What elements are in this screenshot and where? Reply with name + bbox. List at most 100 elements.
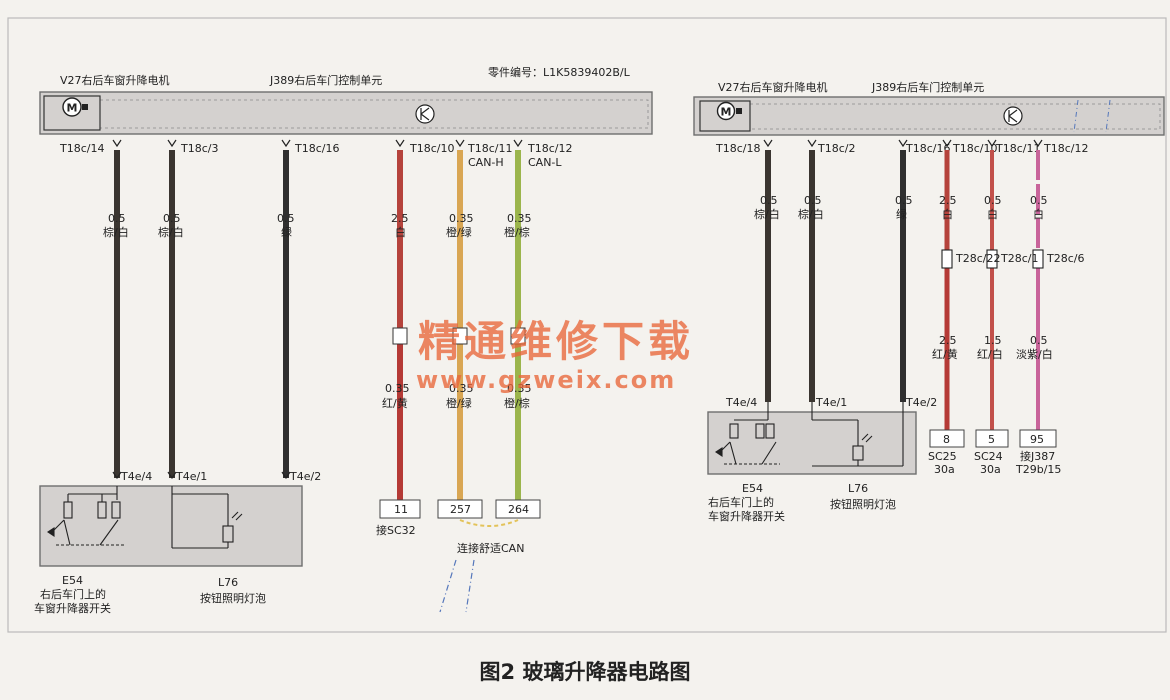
- left-switch-pin: T4e/1: [175, 470, 207, 483]
- left-lower-size: 0.35: [385, 382, 410, 395]
- right-lower-size: 2.5: [939, 334, 957, 347]
- right-wire-size: 0.5: [760, 194, 778, 207]
- right-motor-label: V27右后车窗升降电机: [718, 80, 828, 94]
- right-lower-color: 红/白: [977, 347, 1003, 361]
- right-lamp-desc: 按钮照明灯泡: [830, 497, 896, 511]
- right-terminal-line1: SC25: [928, 450, 957, 463]
- left-terminal-note: 接SC32: [376, 524, 416, 537]
- right-transistor-icon: [1003, 106, 1023, 126]
- right-unit-label: J389右后车门控制单元: [871, 80, 984, 94]
- right-mid-pin: T28c/22: [955, 252, 1000, 265]
- circuit-diagram: V27右后车窗升降电机 J389右后车门控制单元 零件编号：L1K5839402…: [7, 17, 1167, 633]
- left-wire-color: 白: [395, 225, 406, 239]
- right-lower-size: 0.5: [1030, 334, 1048, 347]
- left-switch-desc-2: 车窗升降器开关: [34, 601, 111, 615]
- left-wire-size: 0.35: [449, 212, 474, 225]
- right-terminal-number: 5: [988, 433, 995, 446]
- right-switch-icon: [715, 402, 904, 467]
- right-switch-desc-1: 右后车门上的: [708, 495, 774, 509]
- right-terminal-line2: T29b/15: [1015, 463, 1061, 476]
- right-wire-size: 2.5: [939, 194, 957, 207]
- right-switch-box: [707, 411, 917, 475]
- left-pin-label: T18c/12: [527, 142, 572, 155]
- left-wire-color: 橙/绿: [446, 225, 472, 239]
- left-wire-size: 0.5: [163, 212, 181, 225]
- left-wire-color: 棕/白: [103, 225, 129, 239]
- left-can-link: [459, 519, 519, 527]
- left-motor-label: V27右后车窗升降电机: [60, 73, 170, 87]
- left-transistor-icon: [415, 104, 435, 124]
- left-wire-size: 0.5: [108, 212, 126, 225]
- part-number: 零件编号：L1K5839402B/L: [488, 65, 631, 79]
- left-lower-color: 橙/棕: [504, 396, 530, 410]
- left-wire-size: 0.5: [277, 212, 295, 225]
- left-lamp-code: L76: [218, 576, 238, 589]
- right-lower-color: 红/黄: [932, 347, 958, 361]
- right-switch-code: E54: [742, 482, 763, 495]
- left-wire-color: 棕/白: [158, 225, 184, 239]
- right-wire-color: 白: [987, 207, 998, 221]
- right-bus-line: [1105, 99, 1111, 133]
- left-lamp-desc: 按钮照明灯泡: [200, 591, 266, 605]
- left-connectors: [112, 139, 523, 148]
- left-terminals: 11 257 264: [379, 499, 541, 519]
- right-connectors: [763, 139, 1043, 148]
- right-switch-pin: T4e/1: [815, 396, 847, 409]
- left-switch-box: [39, 485, 303, 567]
- left-pin-label: T18c/16: [294, 142, 339, 155]
- right-pin-label: T18c/12: [1043, 142, 1088, 155]
- left-wire-color: 橙/棕: [504, 225, 530, 239]
- left-inline-connectors: [392, 327, 526, 345]
- left-lower-size: 0.35: [449, 382, 474, 395]
- left-switch-pin: T4e/4: [120, 470, 152, 483]
- left-can-bus-line: [465, 559, 475, 613]
- right-wire-size: 0.5: [984, 194, 1002, 207]
- right-terminal-number: 95: [1030, 433, 1044, 446]
- watermark-url: www.gzweix.com: [416, 366, 676, 394]
- right-lower-size: 1.5: [984, 334, 1002, 347]
- left-pin-label: T18c/11: [467, 142, 512, 155]
- left-can-bus-line: [439, 559, 457, 613]
- left-pin-label: T18c/10: [409, 142, 454, 155]
- right-unit-inner-frame: [749, 103, 1161, 130]
- left-terminal-number: 11: [394, 503, 408, 516]
- right-terminal-number: 8: [943, 433, 950, 446]
- right-mid-connectors: [941, 249, 1044, 269]
- left-terminal-number: 257: [450, 503, 471, 516]
- left-lower-color: 红/黄: [382, 396, 408, 410]
- left-bus-label: CAN-L: [528, 156, 562, 169]
- right-pin-label: T18c/11: [995, 142, 1040, 155]
- right-wire-color: 绿: [896, 207, 907, 221]
- right-lower-color: 淡紫/白: [1016, 347, 1053, 361]
- watermark-text: 精通维修下载: [418, 317, 694, 366]
- right-terminal-line1: 接J387: [1020, 450, 1055, 463]
- right-wire-size: 0.5: [895, 194, 913, 207]
- left-wire-size: 0.35: [507, 212, 532, 225]
- left-wire-size: 2.5: [391, 212, 409, 225]
- right-switch-pin: T4e/2: [905, 396, 937, 409]
- left-switch-icon: [47, 486, 243, 549]
- right-wire-color: 白: [942, 207, 953, 221]
- left-switch-pin: T4e/2: [289, 470, 321, 483]
- left-control-unit-bar: [39, 91, 653, 135]
- left-can-note: 连接舒适CAN: [457, 541, 524, 555]
- right-terminal-line2: 30a: [934, 463, 955, 476]
- left-terminal-number: 264: [508, 503, 529, 516]
- right-wire-color: 棕/白: [754, 207, 780, 221]
- left-pin-label: T18c/14: [59, 142, 104, 155]
- figure-caption: 图2 玻璃升降器电路图: [479, 660, 691, 684]
- right-bus-line: [1073, 99, 1079, 133]
- left-wire-color: 绿: [281, 225, 292, 239]
- left-bus-label: CAN-H: [468, 156, 504, 169]
- right-motor-icon: M: [699, 100, 751, 132]
- right-diagram: V27右后车窗升降电机 J389右后车门控制单元 M T18c/18 T18c/…: [693, 80, 1165, 523]
- left-lower-color: 橙/绿: [446, 396, 472, 410]
- left-diagram: V27右后车窗升降电机 J389右后车门控制单元 零件编号：L1K5839402…: [34, 65, 653, 615]
- left-motor-icon: M: [43, 95, 101, 131]
- left-pin-label: T18c/3: [180, 142, 218, 155]
- right-wire-color: 棕/白: [798, 207, 824, 221]
- left-switch-code: E54: [62, 574, 83, 587]
- right-mid-pin: T28c/6: [1046, 252, 1084, 265]
- right-terminal-line1: SC24: [974, 450, 1003, 463]
